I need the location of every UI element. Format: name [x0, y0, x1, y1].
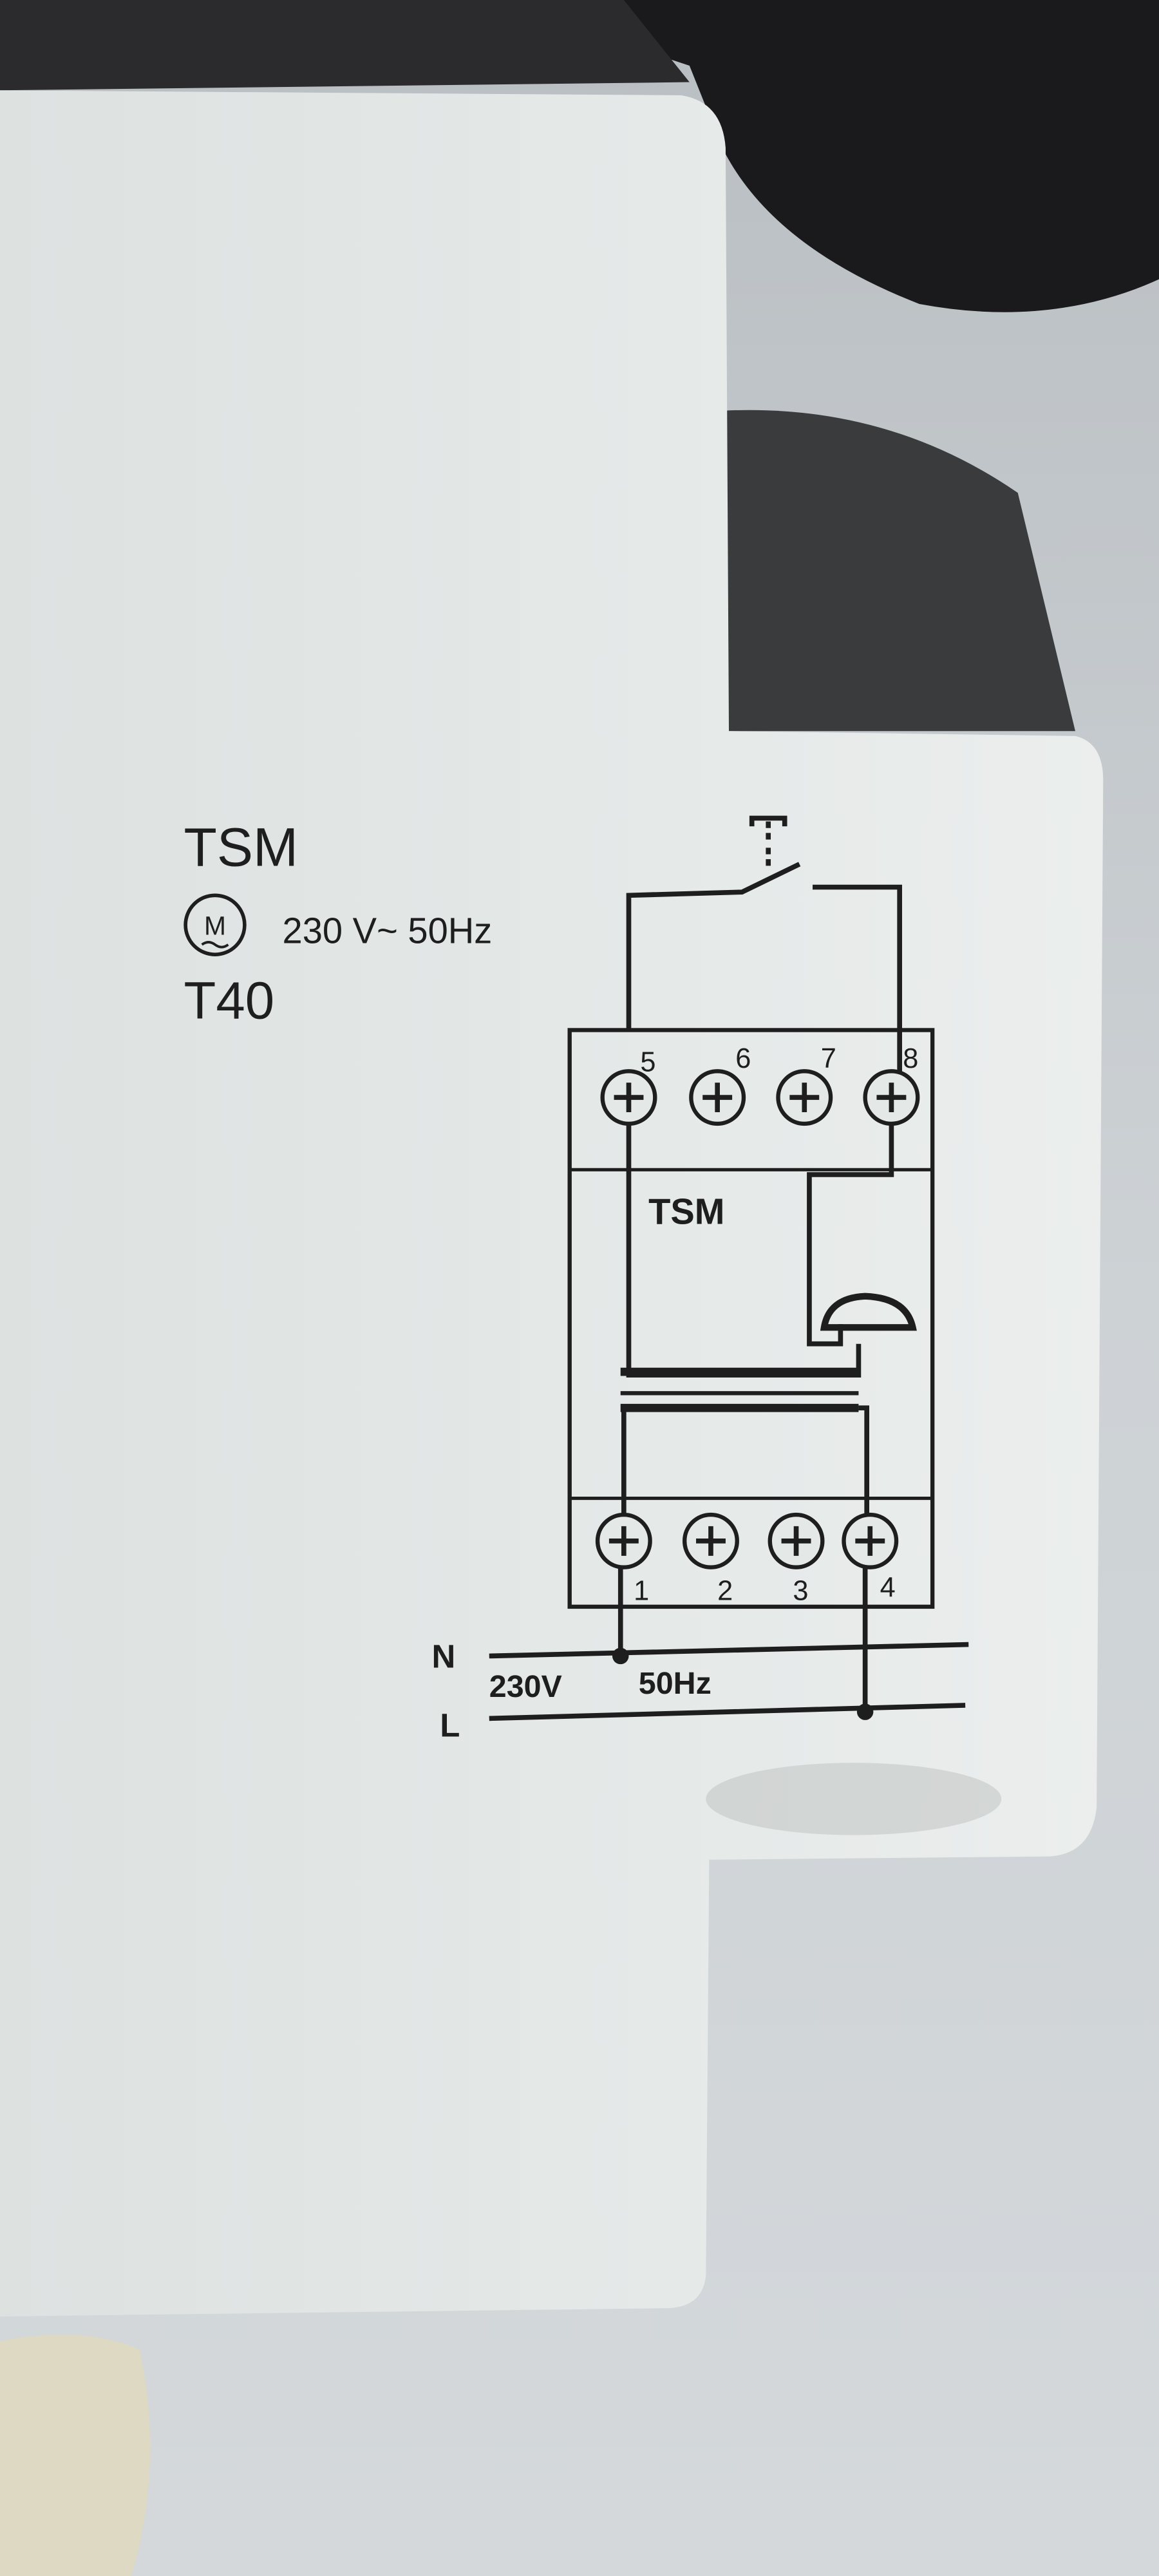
rating-text: 230 V~ 50Hz	[283, 910, 493, 951]
bell-icon	[820, 1293, 917, 1331]
top-terminals: 5 6 7 8	[600, 1043, 920, 1126]
product-label: TSM M 230 V~ 50Hz T40	[184, 817, 493, 1030]
wire-object-bottom	[0, 2334, 151, 2576]
diagram-title: TSM	[648, 1191, 724, 1231]
supply-voltage: 230V	[489, 1669, 562, 1704]
terminal-3: 3	[768, 1512, 825, 1607]
device-housing	[0, 90, 1104, 2316]
wiring-diagram: 5 6 7 8 TSM 1 2	[432, 815, 969, 1743]
housing-shadow	[722, 410, 1075, 732]
terminal-7: 7	[776, 1043, 836, 1126]
terminal-6: 6	[689, 1043, 751, 1126]
svg-text:7: 7	[821, 1043, 836, 1074]
neutral-line	[489, 1642, 969, 1659]
svg-text:2: 2	[717, 1576, 733, 1607]
svg-text:6: 6	[735, 1043, 751, 1074]
svg-text:4: 4	[880, 1573, 896, 1604]
dark-object-top	[0, 0, 690, 91]
pushbutton-switch-icon	[626, 815, 902, 1084]
cable-shadow-top	[492, 0, 1159, 312]
junction-neutral	[612, 1647, 629, 1665]
terminal-1: 1	[595, 1512, 652, 1607]
terminal-4: 4	[842, 1512, 899, 1604]
variant-name: T40	[184, 972, 275, 1030]
coil-icon	[620, 1367, 859, 1412]
svg-text:M: M	[204, 911, 226, 941]
terminal-2: 2	[682, 1512, 739, 1607]
motor-symbol-icon: M	[184, 893, 247, 956]
device-outline	[567, 1028, 935, 1609]
model-name: TSM	[184, 817, 299, 877]
svg-text:5: 5	[640, 1046, 655, 1077]
svg-text:1: 1	[634, 1576, 649, 1607]
neutral-label: N	[432, 1638, 456, 1674]
svg-text:8: 8	[903, 1043, 918, 1074]
terminal-8: 8	[863, 1043, 920, 1126]
svg-text:3: 3	[793, 1576, 808, 1607]
supply-frequency: 50Hz	[639, 1666, 711, 1701]
smudge	[706, 1763, 1002, 1835]
junction-live	[856, 1703, 874, 1720]
terminal-5: 5	[600, 1046, 657, 1126]
live-line	[489, 1703, 966, 1721]
bottom-terminals: 1 2 3 4	[595, 1512, 899, 1607]
live-label: L	[440, 1707, 460, 1743]
